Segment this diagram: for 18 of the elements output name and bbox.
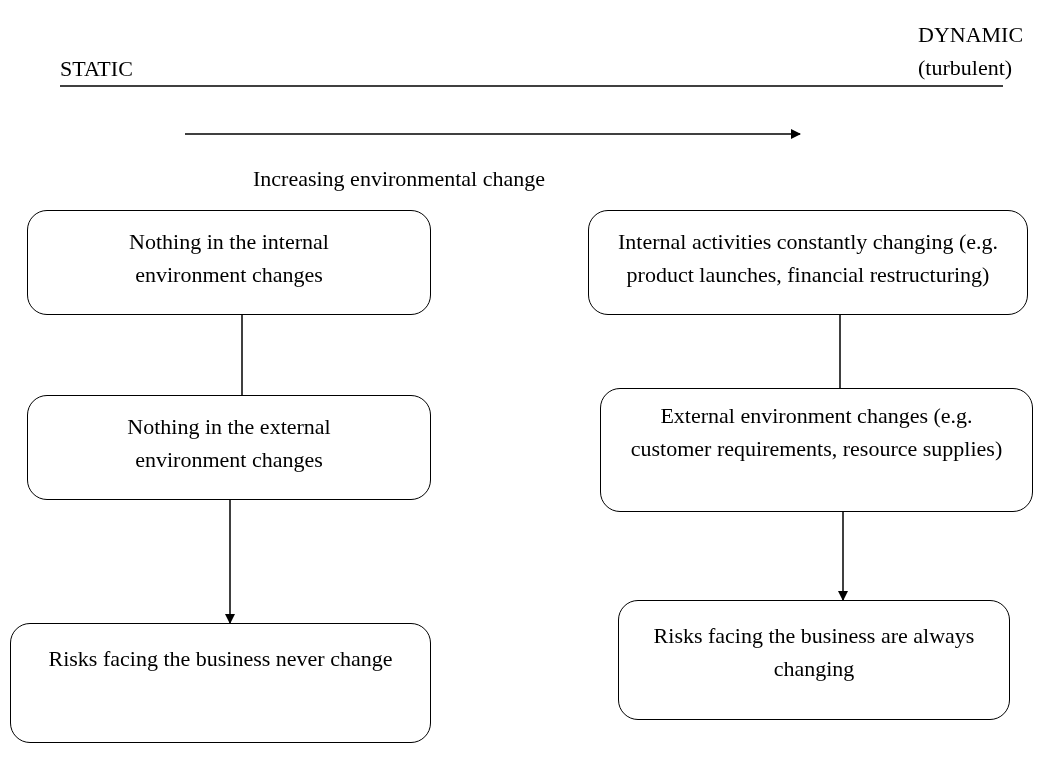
process-box	[27, 395, 431, 500]
connector-line	[241, 314, 243, 396]
box-text: Internal activities constantly changing (e.g. product launches, financial restructuring)	[617, 228, 999, 289]
box-text: Risks facing the business never change	[48, 645, 393, 673]
process-box	[618, 600, 1010, 720]
process-box	[27, 210, 431, 315]
process-box	[588, 210, 1028, 315]
axis-label: STATIC	[60, 55, 133, 83]
process-box	[10, 623, 431, 743]
axis-label: Increasing environmental change	[253, 165, 545, 193]
arrow	[838, 511, 848, 601]
box-text: Risks facing the business are always changing	[652, 622, 976, 683]
box-text: Nothing in the external environment changes	[126, 413, 332, 474]
box-text: External environment changes (e.g. customer requirements, resource supplies)	[629, 402, 1004, 463]
arrow	[225, 499, 235, 624]
connector-line	[839, 314, 841, 389]
process-box	[600, 388, 1033, 512]
box-text: Nothing in the internal environment changes	[128, 228, 330, 289]
